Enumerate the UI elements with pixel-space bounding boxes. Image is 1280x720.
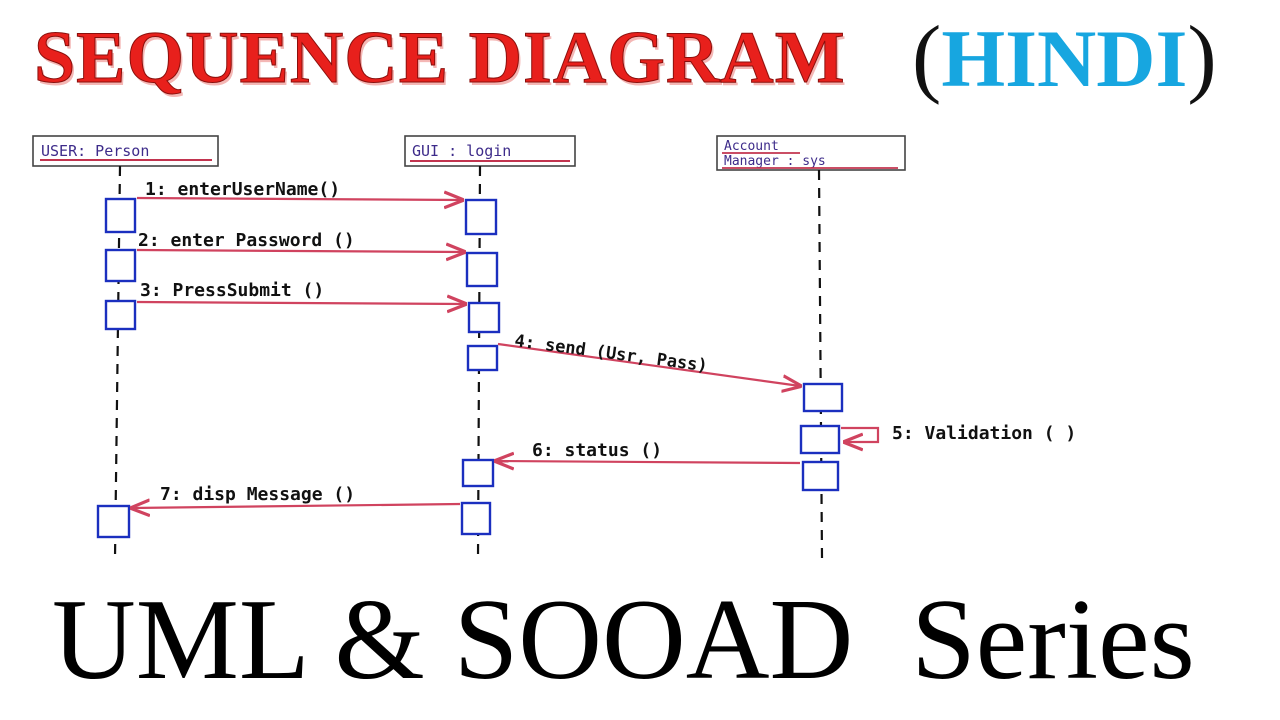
activation-gui-5 [461,458,495,488]
message-arrow-1 [136,198,462,200]
message-arrow-3 [136,302,465,304]
activation-gui-3 [467,301,501,334]
page-title: SEQUENCE DIAGRAM [34,17,846,100]
message-label-7: 7: disp Message () [160,484,355,505]
message-label-3: 3: PressSubmit () [140,280,324,301]
series-title: UML & SOOAD Series [52,576,1195,704]
diagram-canvas: USER: Person GUI : login Account Manager… [32,135,1076,559]
message-arrow-5 [841,426,880,442]
message-arrow-4 [497,342,800,386]
lifeline-head-gui: GUI : login [404,135,576,167]
activation-user-1 [104,197,137,234]
activation-gui-1 [464,198,498,236]
activation-user-2 [104,248,137,283]
lifeline-account-manager [817,169,824,559]
message-arrow-7 [132,504,461,508]
object-name-account-line1: Account [724,139,779,154]
footer: UML & SOOAD Series [0,560,1280,720]
message-label-1: 1: enterUserName() [145,179,340,200]
language-tag: (HINDI) [912,6,1217,111]
object-name-gui: GUI : login [412,142,511,160]
message-arrow-6 [496,461,801,463]
lifeline-gui [476,165,482,559]
lifeline-user [113,165,122,559]
activation-user-4 [96,504,131,539]
activation-gui-4 [466,344,499,372]
object-name-account-line2: Manager : sys [724,154,826,169]
activation-account-1 [802,382,844,413]
lifeline-head-user: USER: Person [32,135,219,167]
activation-account-2 [799,424,841,455]
activation-user-3 [104,299,137,331]
open-paren: ( [912,9,942,106]
close-paren: ) [1187,9,1217,106]
message-label-5: 5: Validation ( ) [892,423,1076,444]
activation-account-3 [801,460,840,492]
message-label-4: 4: send (Usr, Pass) [513,331,708,376]
lifeline-head-account-manager: Account Manager : sys [716,135,906,171]
activation-gui-6 [460,501,492,536]
title-row: SEQUENCE DIAGRAM (HINDI) [0,0,1280,118]
message-label-6: 6: status () [532,440,662,461]
object-name-user: USER: Person [41,142,149,160]
sequence-diagram: USER: Person GUI : login Account Manager… [0,118,1280,560]
activation-gui-2 [465,251,499,288]
message-arrow-2 [136,250,464,252]
language-word: HINDI [941,13,1188,104]
message-label-2: 2: enter Password () [138,230,355,251]
